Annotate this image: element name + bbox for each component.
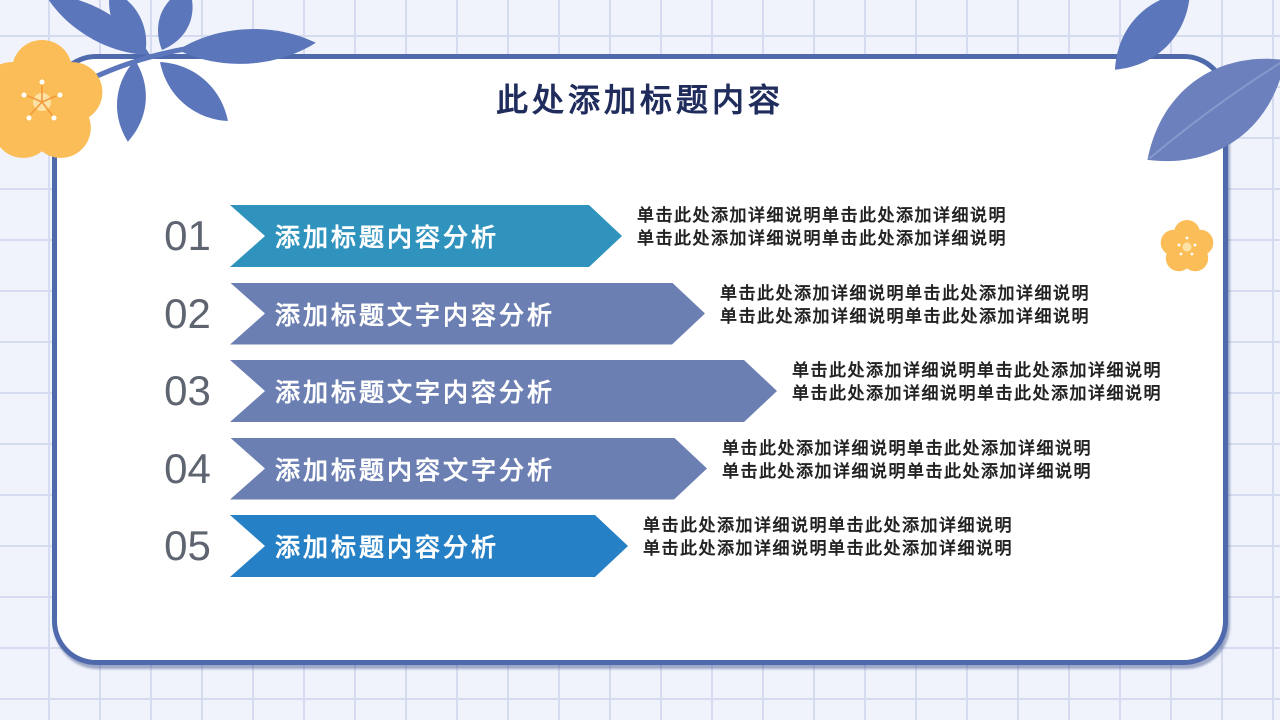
leaf xyxy=(117,60,146,142)
item-number: 03 xyxy=(164,367,211,414)
description-line: 单击此处添加详细说明单击此处添加详细说明 xyxy=(637,206,1007,226)
item-number: 02 xyxy=(164,289,211,337)
list-item: 02 添加标题文字内容分析 单击此处添加详细说明单击此处添加详细说明 单击此处添… xyxy=(150,283,1162,345)
dot xyxy=(1179,252,1183,256)
item-heading: 添加标题文字内容分析 xyxy=(275,300,556,330)
leaf xyxy=(1114,0,1190,70)
stamen xyxy=(41,101,53,116)
description-line: 单击此处添加详细说明单击此处添加详细说明 xyxy=(643,516,1013,536)
leaf xyxy=(158,0,193,50)
item-description: 单击此处添加详细说明单击此处添加详细说明 单击此处添加详细说明单击此处添加详细说… xyxy=(637,205,1007,251)
item-description: 单击此处添加详细说明单击此处添加详细说明 单击此处添加详细说明单击此处添加详细说… xyxy=(643,515,1013,561)
list-item: 04 添加标题内容文字分析 单击此处添加详细说明单击此处添加详细说明 单击此处添… xyxy=(150,438,1162,500)
item-description: 单击此处添加详细说明单击此处添加详细说明 单击此处添加详细说明单击此处添加详细说… xyxy=(722,438,1092,484)
dot xyxy=(51,115,57,121)
list-item: 01 添加标题内容分析 单击此处添加详细说明单击此处添加详细说明 单击此处添加详… xyxy=(150,205,1162,267)
item-arrow-banner: 添加标题内容文字分析 xyxy=(230,438,707,500)
item-heading: 添加标题内容文字分析 xyxy=(275,455,556,485)
leaf xyxy=(109,0,147,55)
dot xyxy=(1185,236,1189,240)
dot xyxy=(26,115,32,121)
flower-center xyxy=(1182,242,1192,252)
list-item: 03 添加标题文字内容分析 单击此处添加详细说明单击此处添加详细说明 单击此处添… xyxy=(150,360,1162,422)
flower-icon xyxy=(0,40,103,158)
item-arrow-banner: 添加标题文字内容分析 xyxy=(230,283,705,345)
stamen xyxy=(41,95,57,103)
leaf-vein xyxy=(1148,59,1280,160)
description-line: 单击此处添加详细说明单击此处添加详细说明 xyxy=(720,283,1090,304)
dot xyxy=(21,92,27,98)
item-arrow-banner: 添加标题内容分析 xyxy=(230,205,622,267)
item-heading: 添加标题内容分析 xyxy=(275,223,500,252)
item-number: 05 xyxy=(164,522,211,569)
item-number: 01 xyxy=(164,212,211,259)
description-line: 单击此处添加详细说明单击此处添加详细说明 xyxy=(643,539,1013,559)
leaf xyxy=(160,62,228,122)
description-line: 单击此处添加详细说明单击此处添加详细说明 xyxy=(722,461,1092,482)
item-description: 单击此处添加详细说明单击此处添加详细说明 单击此处添加详细说明单击此处添加详细说… xyxy=(792,360,1162,406)
numbered-list: 01 添加标题内容分析 单击此处添加详细说明单击此处添加详细说明 单击此处添加详… xyxy=(150,205,1162,593)
dot xyxy=(39,79,45,85)
leaf-branch-icon xyxy=(45,0,316,142)
dot xyxy=(1193,243,1197,247)
description-line: 单击此处添加详细说明单击此处添加详细说明 xyxy=(720,306,1090,327)
small-flower-icon xyxy=(1160,220,1214,272)
stamen xyxy=(27,95,43,103)
leaf xyxy=(1147,58,1280,162)
stamen xyxy=(30,101,43,115)
item-heading: 添加标题内容分析 xyxy=(275,533,500,562)
item-description: 单击此处添加详细说明单击此处添加详细说明 单击此处添加详细说明单击此处添加详细说… xyxy=(720,283,1090,329)
item-arrow-banner: 添加标题内容分析 xyxy=(230,515,628,577)
description-line: 单击此处添加详细说明单击此处添加详细说明 xyxy=(722,438,1092,459)
dot xyxy=(1190,252,1194,256)
item-arrow-banner: 添加标题文字内容分析 xyxy=(230,360,777,422)
dot xyxy=(1177,243,1181,247)
item-number: 04 xyxy=(164,444,211,492)
description-line: 单击此处添加详细说明单击此处添加详细说明 xyxy=(792,361,1162,381)
slide-title: 此处添加标题内容 xyxy=(495,81,784,119)
dot xyxy=(57,92,63,98)
list-item: 05 添加标题内容分析 单击此处添加详细说明单击此处添加详细说明 单击此处添加详… xyxy=(150,515,1162,577)
item-heading: 添加标题文字内容分析 xyxy=(275,378,556,407)
leaf-cluster-icon xyxy=(1114,0,1280,162)
leaf xyxy=(178,28,316,64)
description-line: 单击此处添加详细说明单击此处添加详细说明 xyxy=(637,229,1007,249)
description-line: 单击此处添加详细说明单击此处添加详细说明 xyxy=(792,384,1162,404)
